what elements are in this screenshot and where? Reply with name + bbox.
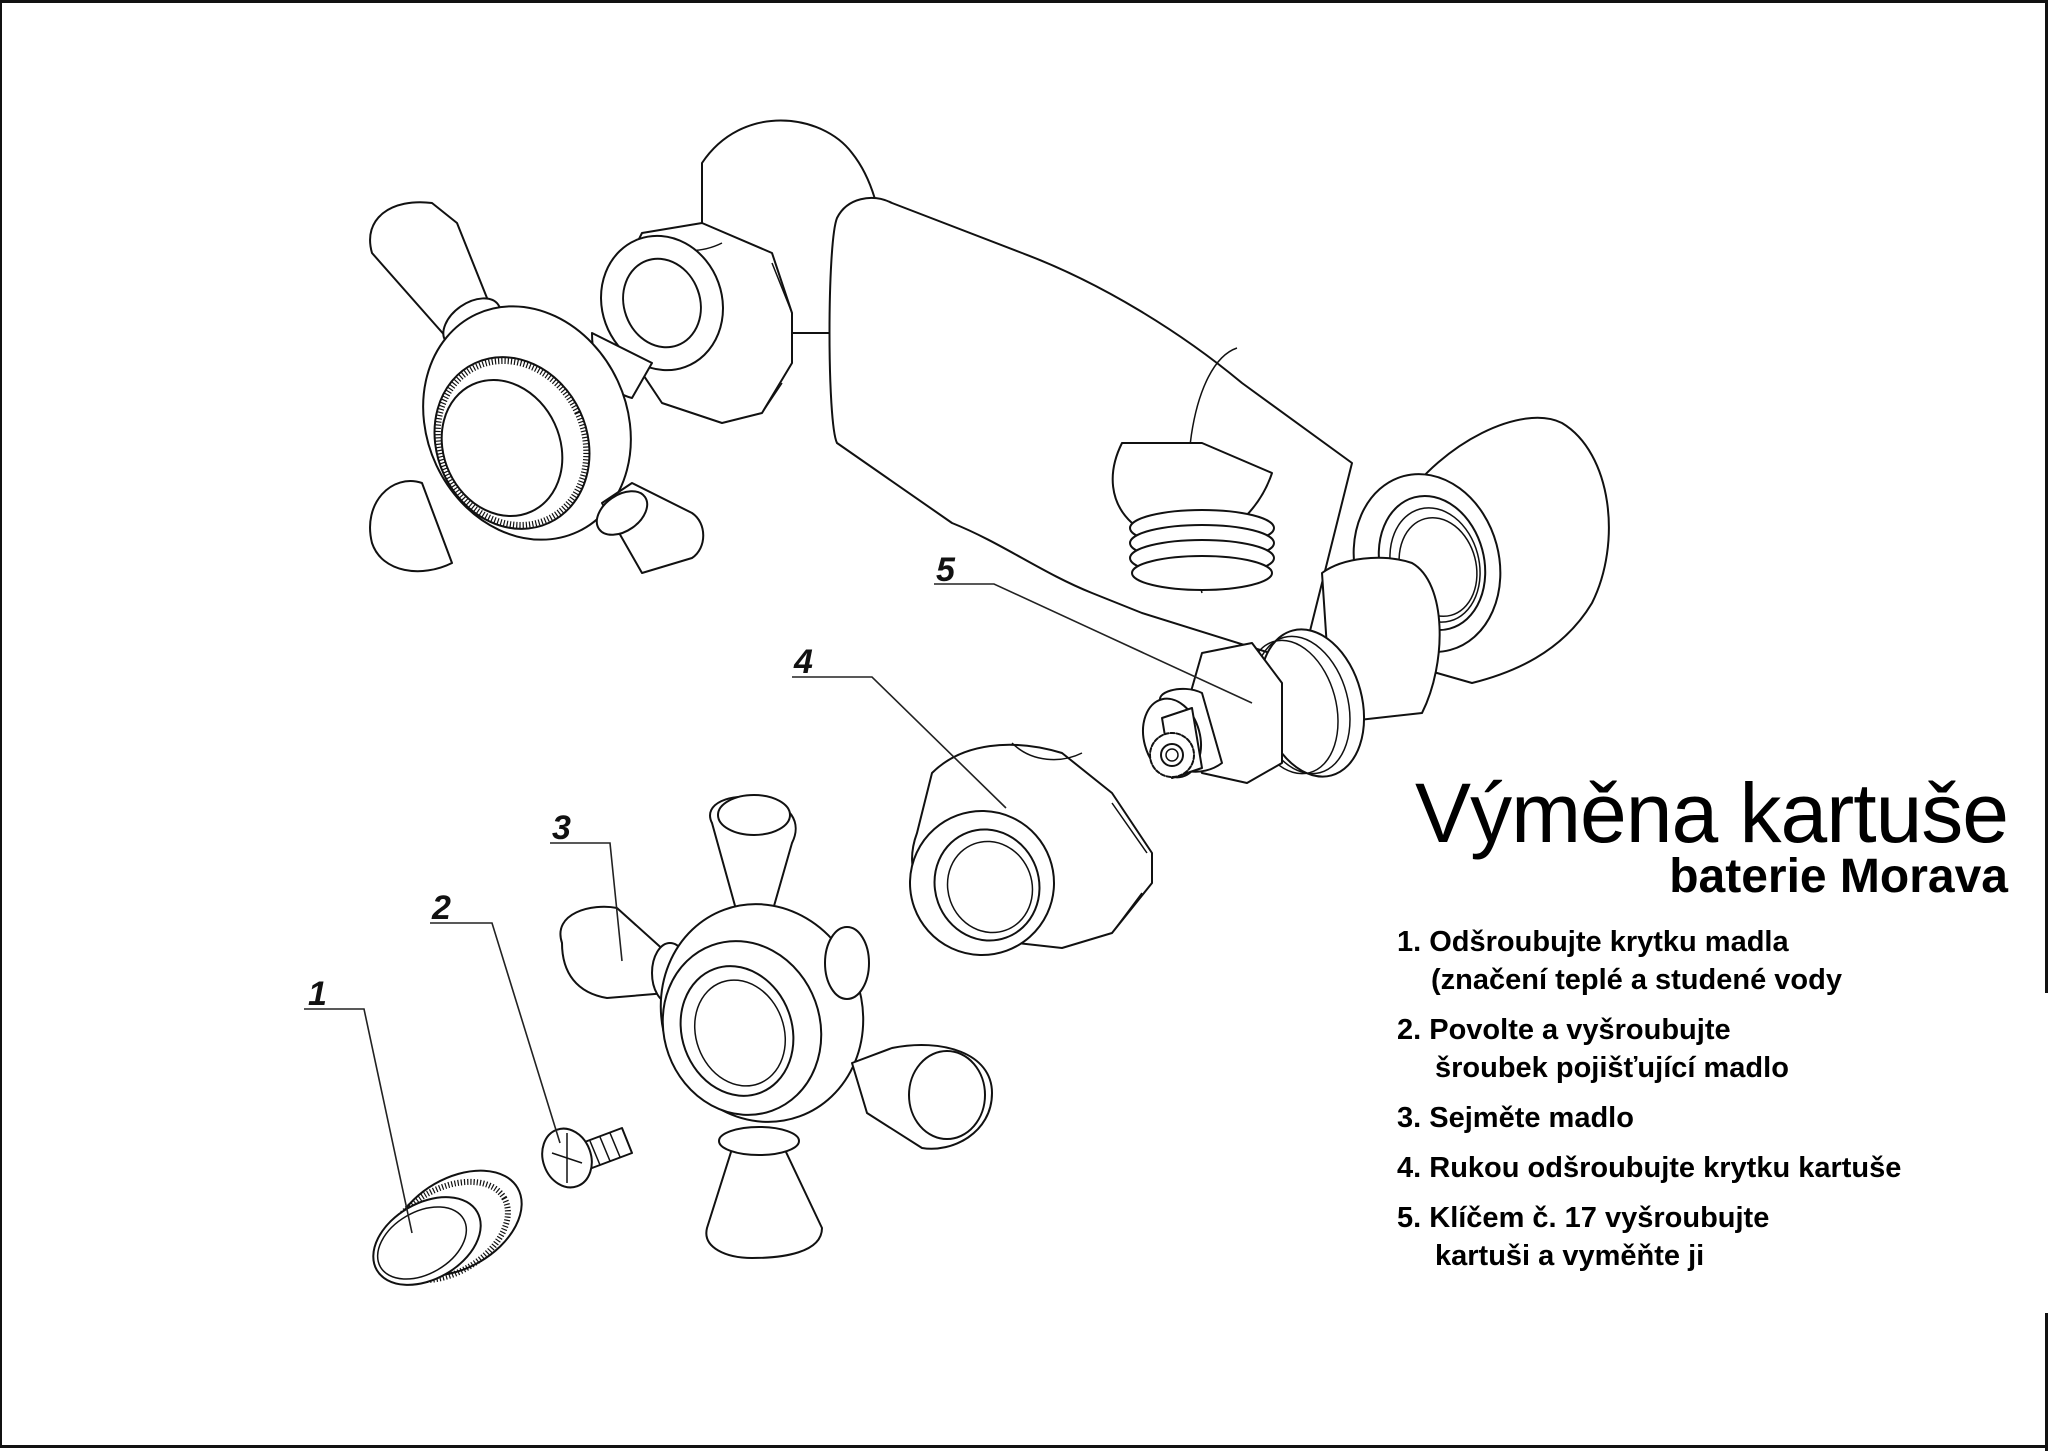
step-text: Rukou odšroubujte krytku kartuše: [1429, 1152, 1902, 1184]
assembled-valve: [369, 201, 793, 574]
step-number: 1.: [1397, 926, 1422, 958]
step-number: 2.: [1397, 1014, 1422, 1046]
leader-lines: [304, 583, 1253, 1234]
frame-edge: [2045, 1313, 2048, 1451]
frame-edge: [2045, 3, 2048, 993]
step-text: Klíčem č. 17 vyšroubujte: [1429, 1202, 1770, 1234]
document-title: Výměna kartuše: [1415, 766, 2009, 860]
step-text: Odšroubujte krytku madla: [1429, 926, 1789, 958]
step-text: Povolte a vyšroubujte: [1429, 1014, 1731, 1046]
handle-screw: [541, 1127, 633, 1189]
leader-5: [934, 583, 1253, 704]
step-item: 3. Sejměte madlo: [1397, 1099, 2017, 1137]
exploded-diagram: [304, 119, 1610, 1286]
callout-5: 5: [936, 551, 955, 589]
cross-handle: [559, 794, 993, 1259]
instruction-steps: 1. Odšroubujte krytku madla (značení tep…: [1397, 923, 2017, 1287]
leader-4: [792, 676, 1007, 809]
step-item: 4. Rukou odšroubujte krytku kartuše: [1397, 1149, 2017, 1187]
step-item: 5. Klíčem č. 17 vyšroubujte kartuši a vy…: [1397, 1199, 2017, 1275]
step-number: 5.: [1397, 1202, 1422, 1234]
step-text-continued: šroubek pojišťující madlo: [1435, 1052, 1789, 1084]
cartridge-cover: [909, 742, 1153, 956]
step-item: 2. Povolte a vyšroubujte šroubek pojišťu…: [1397, 1011, 2017, 1087]
document-subtitle: baterie Morava: [1669, 850, 2008, 903]
callout-4: 4: [794, 643, 813, 681]
leader-2: [430, 922, 561, 1144]
step-text-continued: (značení teplé a studené vody: [1431, 964, 1842, 996]
step-item: 1. Odšroubujte krytku madla (značení tep…: [1397, 923, 2017, 999]
faucet-body: [701, 119, 1610, 684]
step-text-continued: kartuši a vyměňte ji: [1435, 1240, 1705, 1272]
callout-1: 1: [308, 975, 327, 1013]
cartridge: [1142, 556, 1441, 784]
spline-icon: [1149, 732, 1195, 778]
leader-1: [304, 1008, 413, 1234]
step-number: 4.: [1397, 1152, 1422, 1184]
callout-2: 2: [432, 889, 451, 927]
callout-3: 3: [552, 809, 571, 847]
handle-cap: [372, 1169, 523, 1286]
step-number: 3.: [1397, 1102, 1422, 1134]
step-text: Sejměte madlo: [1429, 1102, 1634, 1134]
leader-3: [550, 842, 623, 962]
thread-icon: [1129, 509, 1275, 591]
